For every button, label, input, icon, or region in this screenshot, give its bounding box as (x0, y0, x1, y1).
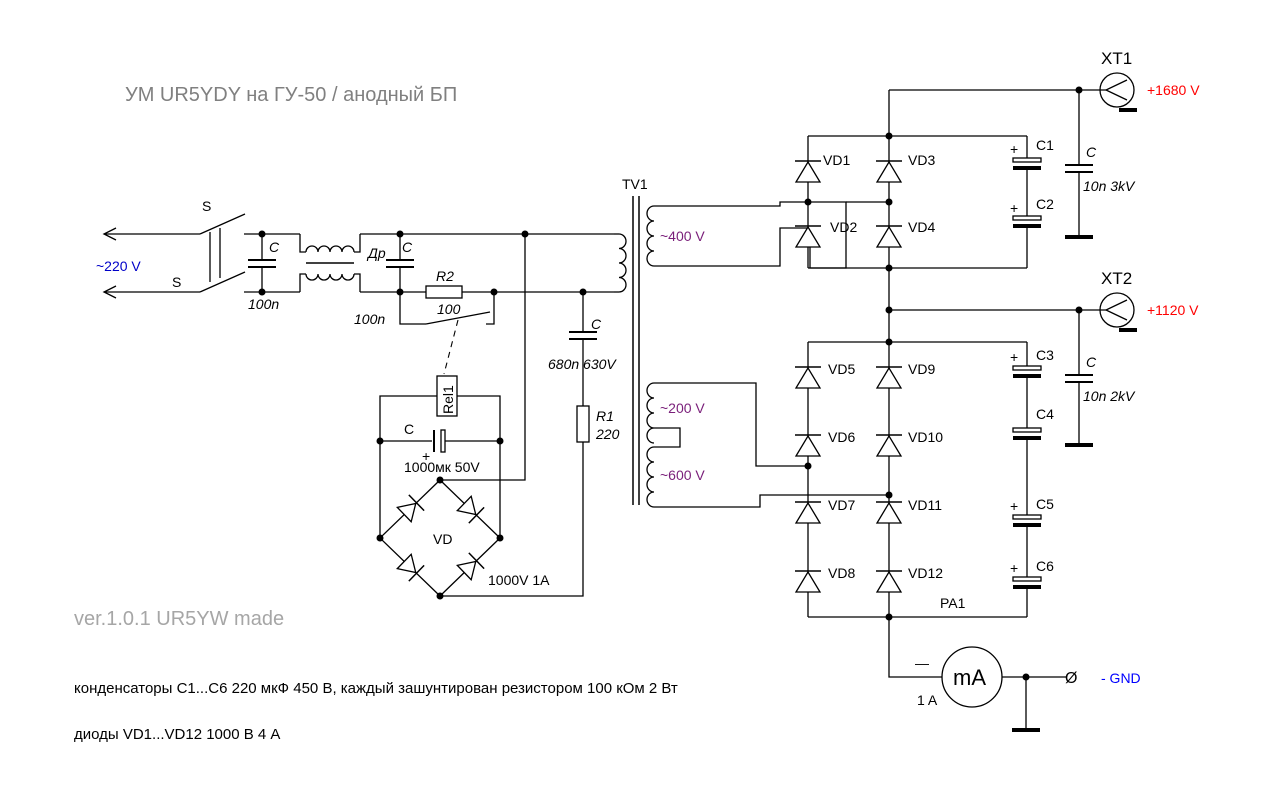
diode-vd1 (794, 160, 822, 183)
gnd-output[interactable]: Ø - GND (1002, 670, 1141, 732)
winding-600-label: ~600 V (660, 467, 705, 483)
common-mode-choke: Др (299, 234, 386, 292)
vd3-label: VD3 (908, 152, 935, 168)
filter-cap-1-value: 100n (248, 296, 279, 312)
terminal-xt2[interactable]: XT2 +1120 V (1079, 269, 1199, 332)
diode-vd11 (875, 501, 903, 524)
mains-voltage-label: ~220 V (96, 258, 141, 274)
diode-vd7 (794, 501, 822, 524)
transformer-tv1: TV1 ~400 V ~200 V ~600 V (614, 176, 705, 508)
xt2-label: XT2 (1101, 269, 1132, 288)
diode-vd3 (875, 160, 903, 183)
capacitor-note: конденсаторы С1...С6 220 мкФ 450 В, кажд… (74, 680, 678, 697)
hv-cap-2-value: 10n 2kV (1083, 388, 1136, 404)
r2-value: 100 (437, 301, 461, 317)
bridge-value: 1000V 1A (488, 572, 550, 588)
terminal-xt1[interactable]: XT1 +1680 V (1079, 49, 1200, 112)
meter-unit: mA (953, 665, 986, 690)
diode-vd5 (794, 366, 822, 389)
transformer-label: TV1 (622, 176, 648, 192)
vd12-label: VD12 (908, 565, 943, 581)
filter-cap-2-value: 100n (354, 311, 385, 327)
ammeter-pa1: PA1 — mA 1 A (888, 595, 1003, 708)
hv-cap-1-value: 10n 3kV (1083, 178, 1136, 194)
diode-vd9 (875, 366, 903, 389)
winding-200-label: ~200 V (660, 400, 705, 416)
xt1-voltage: +1680 V (1147, 82, 1200, 98)
series-cap-value: 680n 630V (548, 356, 617, 372)
hv-cap-2-label: C (1086, 354, 1097, 370)
bridge-label: VD (433, 531, 452, 547)
mains-input: ~220 V (96, 227, 200, 299)
c2-label: C2 (1036, 196, 1054, 212)
diode-vd2 (794, 225, 822, 248)
vd2-label: VD2 (830, 219, 857, 235)
resistor-r2: R2 100 (400, 268, 614, 317)
mains-switch[interactable]: S S (172, 198, 262, 293)
meter-label: PA1 (940, 595, 966, 611)
c1-label: C1 (1036, 137, 1054, 153)
diode-vd12 (875, 570, 903, 593)
r2-label: R2 (436, 268, 454, 284)
page-title: УМ UR5YDY на ГУ-50 / анодный БП (125, 84, 457, 106)
hv-cap-1-label: C (1086, 144, 1097, 160)
bridge-vd: VD 1000V 1A (376, 441, 550, 600)
vd8-label: VD8 (828, 565, 855, 581)
diode-vd4 (875, 225, 903, 248)
c6-plus: + (1010, 560, 1018, 576)
relay-contact (399, 292, 495, 375)
diode-vd10 (875, 434, 903, 457)
relay-cap-label: C (404, 421, 414, 437)
vd1-label: VD1 (823, 152, 850, 168)
vd9-label: VD9 (908, 361, 935, 377)
choke-label: Др (366, 245, 386, 261)
diode-vd6 (794, 434, 822, 457)
c3-plus: + (1010, 349, 1018, 365)
r1-label: R1 (596, 408, 614, 424)
relay-capacitor: C + 1000мк 50V (376, 421, 504, 475)
resistor-r1: R1 220 (576, 405, 620, 443)
relay-label: Rel1 (440, 385, 456, 414)
c1-plus: + (1010, 141, 1018, 157)
c2-plus: + (1010, 200, 1018, 216)
lower-rectifier: VD5 VD6 VD7 VD8 VD9 VD10 VD11 VD12 + C3 … (794, 310, 1136, 621)
c3-label: C3 (1036, 347, 1054, 363)
meter-minus: — (915, 655, 929, 671)
diode-vd8 (794, 570, 822, 593)
series-cap-label: C (591, 316, 602, 332)
c6-label: C6 (1036, 558, 1054, 574)
gnd-label: - GND (1101, 670, 1141, 686)
switch-label-bottom: S (172, 274, 181, 290)
c5-label: C5 (1036, 496, 1054, 512)
r1-value: 220 (595, 426, 620, 442)
c4-label: C4 (1036, 406, 1054, 422)
c5-plus: + (1010, 498, 1018, 514)
winding-400-label: ~400 V (660, 228, 705, 244)
series-capacitor: C 680n 630V (548, 292, 617, 406)
meter-range: 1 A (917, 692, 938, 708)
filter-cap-2-label: C (402, 239, 413, 255)
vd4-label: VD4 (908, 219, 935, 235)
xt2-voltage: +1120 V (1147, 302, 1199, 318)
filter-capacitor-1: C 100n (248, 230, 280, 312)
switch-label-top: S (202, 198, 211, 214)
version-text: ver.1.0.1 UR5YW made (74, 608, 284, 630)
filter-capacitor-2: C 100n (354, 230, 414, 327)
filter-cap-1-label: C (269, 239, 280, 255)
vd7-label: VD7 (828, 497, 855, 513)
diode-note: диоды VD1...VD12 1000 В 4 А (74, 726, 280, 743)
relay-cap-value: 1000мк 50V (404, 459, 480, 475)
vd11-label: VD11 (908, 497, 942, 513)
relay-cap-polarity: + (422, 448, 430, 464)
gnd-symbol: Ø (1065, 670, 1077, 687)
vd5-label: VD5 (828, 361, 855, 377)
relay-rel1: Rel1 (379, 375, 501, 441)
xt1-label: XT1 (1101, 49, 1132, 68)
vd10-label: VD10 (908, 429, 943, 445)
vd6-label: VD6 (828, 429, 855, 445)
